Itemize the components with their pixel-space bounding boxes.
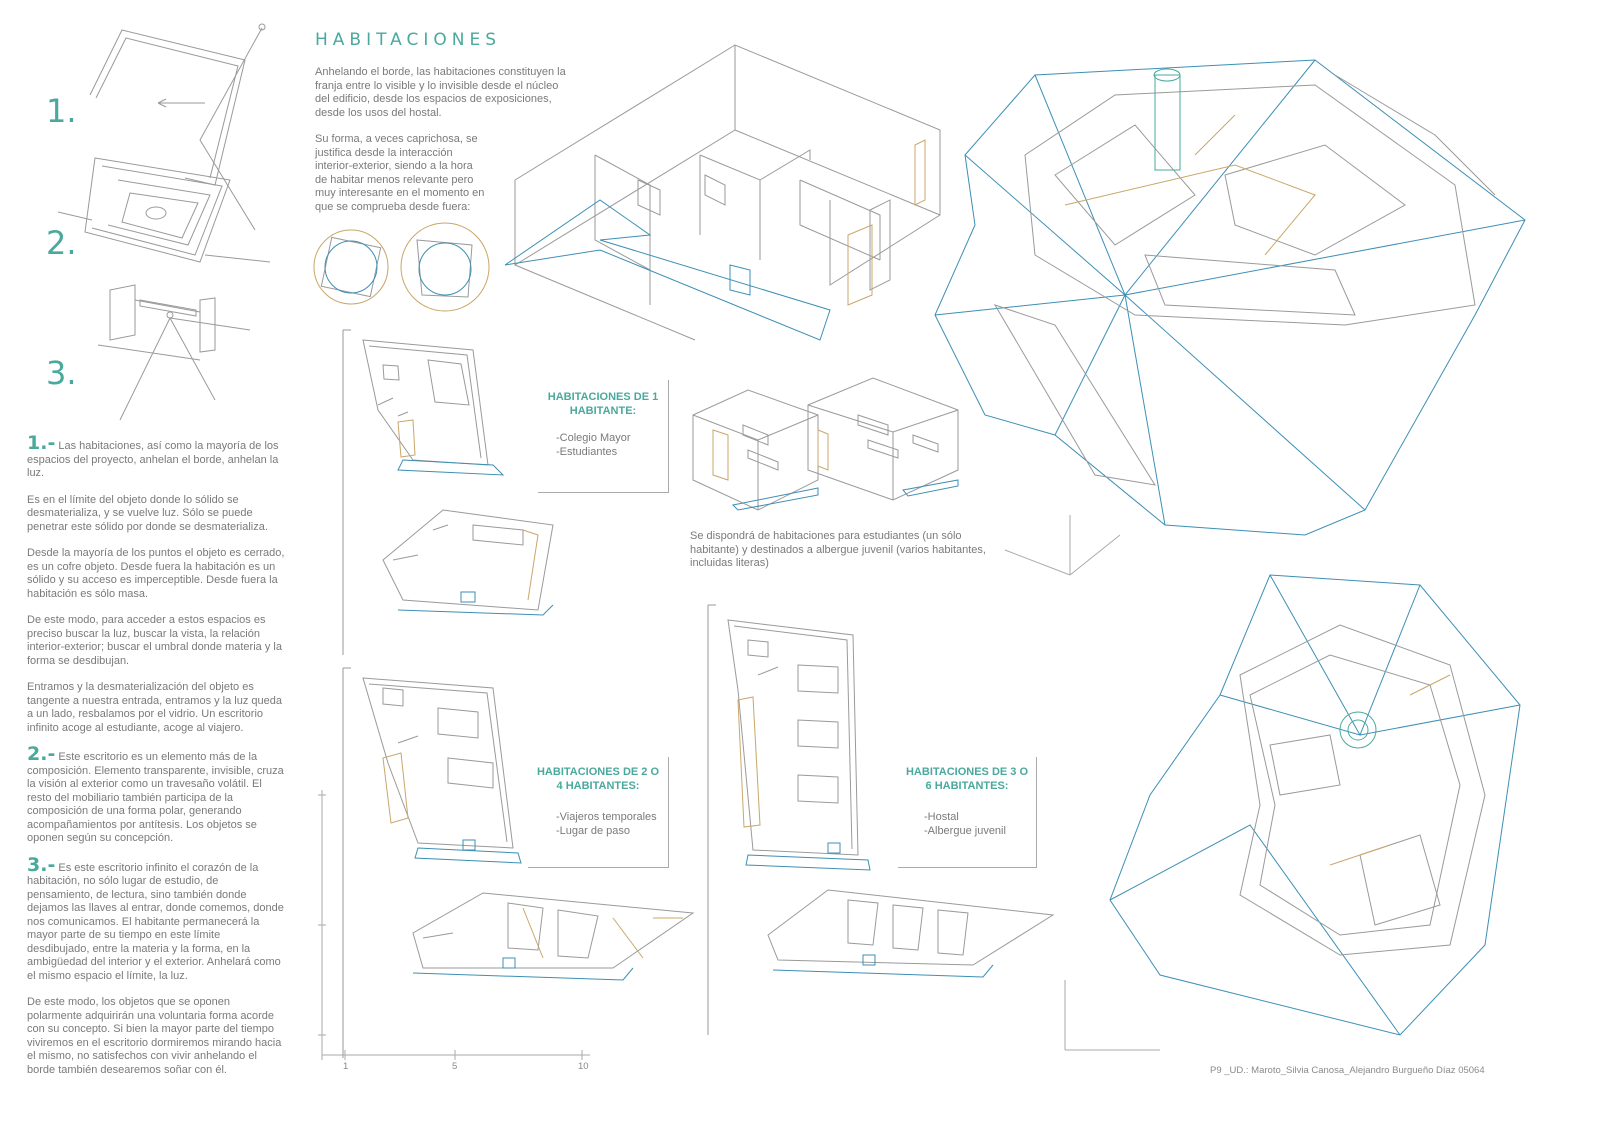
room-type-item: -Colegio Mayor	[556, 432, 631, 444]
room-type-title: 6 HABITANTES:	[925, 780, 1009, 792]
section-1-marker: 1.-	[27, 432, 56, 454]
scale-label: 1	[343, 1061, 349, 1072]
intro-text: Anhelando el borde, las habitaciones con…	[315, 66, 570, 227]
scale-label: 5	[452, 1061, 458, 1072]
room-type-box-2: HABITACIONES DE 2 O 4 HABITANTES: -Viaje…	[528, 757, 669, 868]
room-type-title: HABITACIONES DE 1	[547, 391, 659, 403]
scale-label: 10	[578, 1061, 589, 1072]
room-type-box-1: HABITACIONES DE 1 HABITANTE: -Colegio Ma…	[538, 380, 669, 493]
room-type-item: -Estudiantes	[556, 445, 618, 458]
section-1-paragraph: Es en el límite del objeto donde lo sóli…	[27, 493, 268, 533]
room-axonometric-main	[504, 44, 941, 341]
axis-gizmo-lower	[1064, 980, 1160, 1051]
double-room-plans	[342, 667, 695, 1058]
room-note: Se dispondrá de habitaciones para estudi…	[690, 530, 986, 569]
room-type-box-3: HABITACIONES DE 3 O 6 HABITANTES: -Hosta…	[898, 757, 1037, 868]
section-3-marker: 3.-	[27, 853, 56, 876]
room-type-title: HABITACIONES DE 3 O	[905, 766, 1029, 778]
scale-bar	[318, 790, 590, 1060]
intro-paragraph: Anhelando el borde, las habitaciones con…	[315, 66, 566, 119]
section-1-paragraph: Desde la mayoría de los puntos el objeto…	[27, 547, 285, 600]
bunk-room-axonometrics	[692, 377, 959, 511]
concept-number-2: 2.	[46, 224, 77, 262]
concept-text: 1.- Las habitaciones, así como la mayorí…	[27, 434, 285, 1090]
room-circle-diagrams	[313, 222, 490, 312]
building-plan	[1109, 574, 1521, 1036]
triple-room-plans	[707, 604, 1055, 1035]
room-type-item: -Albergue juvenil	[924, 824, 1006, 837]
section-1-paragraph: De este modo, para acceder a estos espac…	[27, 614, 282, 667]
building-axonometric	[934, 59, 1526, 536]
concept-diagrams	[57, 23, 271, 421]
concept-number-1: 1.	[46, 92, 77, 130]
section-1-paragraph: Entramos y la desmaterialización del obj…	[27, 681, 283, 734]
intro-paragraph: Su forma, a veces caprichosa, se justifi…	[315, 133, 485, 213]
page-title: HABITACIONES	[315, 30, 501, 50]
room-type-item: -Viajeros temporales	[556, 811, 657, 823]
section-3-paragraph: De este modo, los objetos que se oponen …	[27, 996, 282, 1076]
section-3-lead: Es este escritorio infinito el corazón d…	[27, 861, 284, 982]
room-type-title: HABITACIONES DE 2 O	[536, 766, 660, 778]
concept-number-3: 3.	[46, 354, 77, 392]
section-1-lead: Las habitaciones, así como la mayoría de…	[27, 440, 279, 479]
room-type-title: HABITANTE:	[569, 405, 637, 417]
room-type-item: -Lugar de paso	[556, 824, 630, 837]
room-type-item: -Hostal	[924, 811, 959, 823]
section-2-marker: 2.-	[27, 743, 56, 765]
axis-gizmo	[1004, 515, 1121, 576]
credits-footer: P9 _UD.: Maroto_Silvia Canosa_Alejandro …	[1210, 1065, 1485, 1076]
room-type-title: 4 HABITANTES:	[556, 780, 640, 792]
section-2-lead: Este escritorio es un elemento más de la…	[27, 751, 284, 844]
single-room-plans	[342, 329, 554, 655]
